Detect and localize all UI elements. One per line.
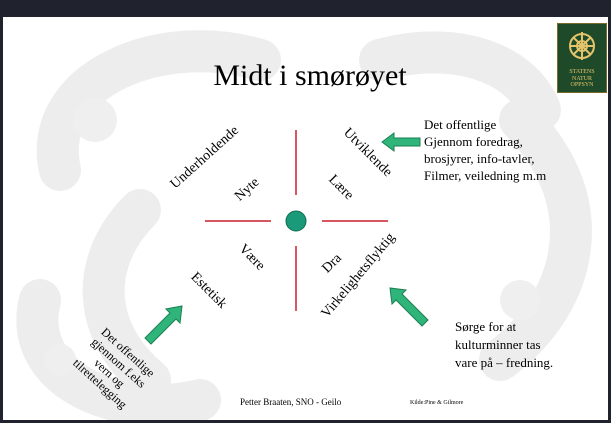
footer-source: Kilde:Pine & Gilmore xyxy=(410,400,464,406)
bottom-note-line-2: kulturminner tas xyxy=(455,337,541,352)
arrow-up-right-icon xyxy=(144,305,183,345)
left-frame-bar xyxy=(0,0,3,423)
bottom-right-note: Sørge for at kulturminner tas vare på – … xyxy=(455,318,553,372)
right-note-line-3: brosjyrer, info-tavler, xyxy=(424,151,535,166)
right-note: Det offentlige Gjennom foredrag, brosjyr… xyxy=(424,116,546,184)
footer-author: Petter Braaten, SNO - Geilo xyxy=(240,397,342,407)
logo-line-2: NATUR xyxy=(571,75,592,82)
arrow-left-icon xyxy=(381,132,421,152)
right-frame-bar xyxy=(608,0,611,423)
sno-logo-icon: STATENS NATUR OPPSYN xyxy=(557,23,607,93)
arrow-up-left-icon xyxy=(389,287,429,327)
right-note-line-2: Gjennom foredrag, xyxy=(424,134,523,149)
right-note-line-1: Det offentlige xyxy=(424,117,497,132)
bottom-frame-bar xyxy=(0,420,611,423)
slide-title: Midt i smørøyet xyxy=(213,59,407,92)
logo-line-3: OPPSYN xyxy=(570,82,594,88)
logo-text: STATENS NATUR OPPSYN xyxy=(558,69,606,89)
top-frame-bar xyxy=(0,0,611,17)
center-circle-icon xyxy=(285,210,307,232)
right-note-line-4: Filmer, veiledning m.m xyxy=(424,168,547,183)
bottom-note-line-3: vare på – fredning. xyxy=(455,355,554,370)
logo-line-1: STATENS xyxy=(569,69,595,75)
logo-emblem-icon xyxy=(569,32,595,60)
bottom-note-line-1: Sørge for at xyxy=(455,319,517,334)
